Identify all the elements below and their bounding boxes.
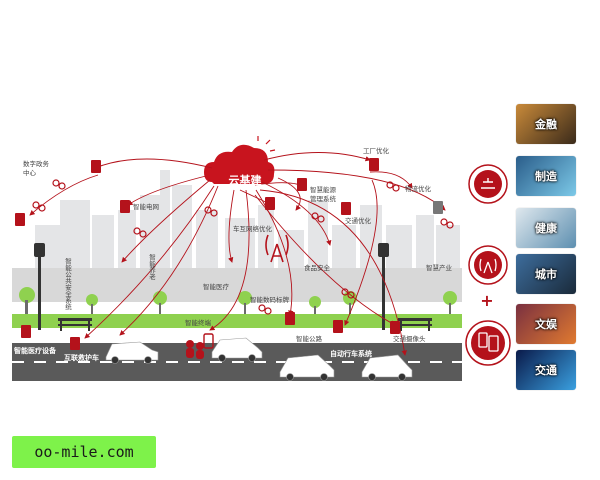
label-smart-digital-sign: 智能数码标牌	[250, 296, 289, 304]
label-connected-ambulance: 互联救护车	[64, 354, 99, 362]
watermark-badge: oo-mile.com	[12, 436, 156, 468]
green-belt	[12, 314, 462, 328]
label-factory-opt: 工厂优化	[363, 147, 389, 155]
center-title: 云基建	[228, 174, 262, 187]
label-smart-energy: 智慧能源	[310, 186, 336, 194]
label-smart-pension: 智能养老	[147, 254, 156, 280]
label-smart-terminal: 智能终端	[185, 319, 211, 327]
thumb-transport[interactable]: 交通	[516, 350, 576, 390]
watermark-text: oo-mile.com	[34, 443, 134, 461]
street-lamp-right	[378, 243, 389, 330]
thumb-label: 金融	[535, 118, 557, 131]
label-food-safety: 食品安全	[304, 264, 330, 272]
city-wall	[12, 268, 462, 302]
label-smart-medical: 智能医疗	[203, 283, 229, 291]
car-ambulance	[105, 341, 159, 364]
server-icons	[15, 158, 400, 350]
link-ring-icons	[32, 179, 454, 315]
label-smart-grid: 智能电网	[133, 203, 159, 211]
label-smart-industry: 智慧产业	[426, 264, 452, 272]
car-right	[361, 354, 413, 381]
label-smart-public-safety: 智能公共安全系统	[63, 258, 72, 310]
thumb-health[interactable]: 健康	[516, 208, 576, 248]
label-traffic-camera: 交通摄像头	[393, 335, 426, 343]
cloud-icon	[204, 136, 276, 184]
label-digital-gov: 数字政务	[23, 160, 49, 168]
grey-server-icon	[433, 201, 443, 214]
thumb-label: 城市	[535, 268, 557, 281]
label-traffic-opt: 交通优化	[345, 217, 371, 225]
label-autonomous-driving: 自动行车系统	[330, 350, 372, 358]
thumb-city[interactable]: 城市	[516, 254, 576, 294]
thumb-entertainment[interactable]: 文娱	[516, 304, 576, 344]
car-autonomous	[279, 354, 335, 381]
antenna-circle-icon	[468, 245, 508, 285]
label-logistics-opt: 物流优化	[405, 185, 431, 193]
label-smart-medical-device: 智能医疗设备	[14, 347, 56, 355]
car-middle	[211, 337, 263, 362]
plus-icon: +	[480, 291, 494, 310]
thumb-label: 制造	[535, 170, 557, 183]
people-icon	[186, 333, 214, 359]
trees	[19, 287, 457, 315]
bench-right	[398, 318, 432, 331]
connection-arcs	[29, 152, 446, 356]
street-lamp-left	[34, 243, 45, 330]
label-digital-gov-center: 中心	[23, 169, 36, 177]
thumb-finance[interactable]: 金融	[516, 104, 576, 144]
label-interconnect-opt: 车互网络优化	[233, 225, 272, 233]
thumb-label: 交通	[535, 364, 557, 377]
devices-circle-icon	[465, 320, 511, 366]
cloud-circle-icon	[468, 164, 508, 204]
label-smart-road: 智能公路	[296, 335, 322, 343]
antenna-icon	[265, 234, 289, 263]
label-smart-energy-2: 管理系统	[310, 195, 336, 203]
thumb-label: 文娱	[535, 318, 557, 331]
bench-left	[58, 318, 92, 331]
thumb-label: 健康	[535, 222, 557, 235]
thumb-manufacturing[interactable]: 制造	[516, 156, 576, 196]
